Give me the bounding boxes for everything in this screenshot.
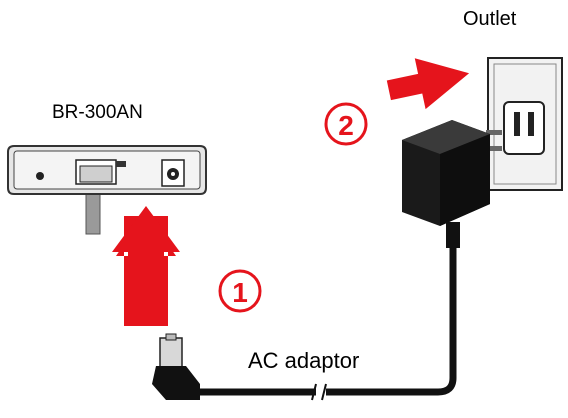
ac-adaptor-cable [200,246,457,396]
arrow-right-icon [386,58,470,110]
step-2-number: 2 [338,110,354,141]
ac-adaptor-plug [402,120,502,248]
step-1-badge: 1 [218,269,262,313]
reset-hole-icon [36,172,44,180]
arrow-up-icon [116,212,176,256]
step-1-number: 1 [232,277,248,308]
outlet-label: Outlet [463,8,517,30]
step-2-badge: 2 [324,102,368,146]
router-device [7,145,207,235]
router-model-label: BR-300AN [52,102,143,123]
socket-icon [503,101,545,155]
dc-plug [152,333,200,400]
wall-outlet [487,57,563,191]
ac-adaptor-label: AC adaptor [248,348,360,373]
